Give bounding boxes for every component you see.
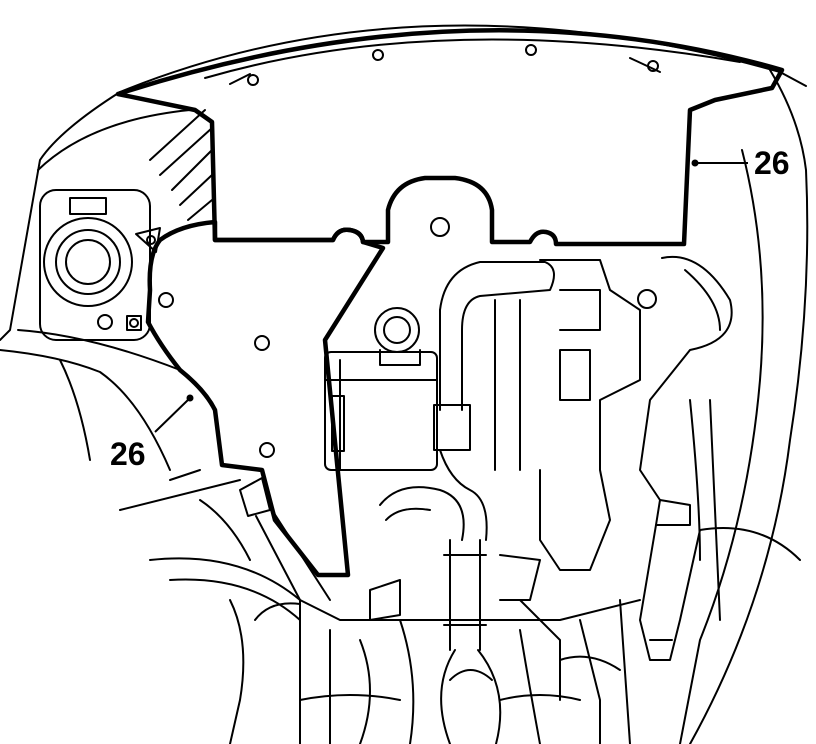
lower-shield-bolt-hole [158, 292, 174, 308]
callout-upper-shield: 26 [691, 145, 790, 181]
leader-dot [186, 394, 194, 402]
leader-dot [691, 159, 699, 167]
engine-bay-background [0, 24, 809, 744]
callout-lower-shield: 26 [110, 394, 194, 472]
callout-label: 26 [110, 436, 146, 472]
callout-label: 26 [754, 145, 790, 181]
lower-shield-bolt-hole [254, 335, 270, 351]
lower-shield-outline [145, 219, 386, 578]
upper-shield-bolt-hole [430, 217, 450, 237]
leader-line [154, 397, 191, 433]
lower-shield-bolt-hole [259, 442, 275, 458]
lower-splash-shield [145, 219, 386, 578]
